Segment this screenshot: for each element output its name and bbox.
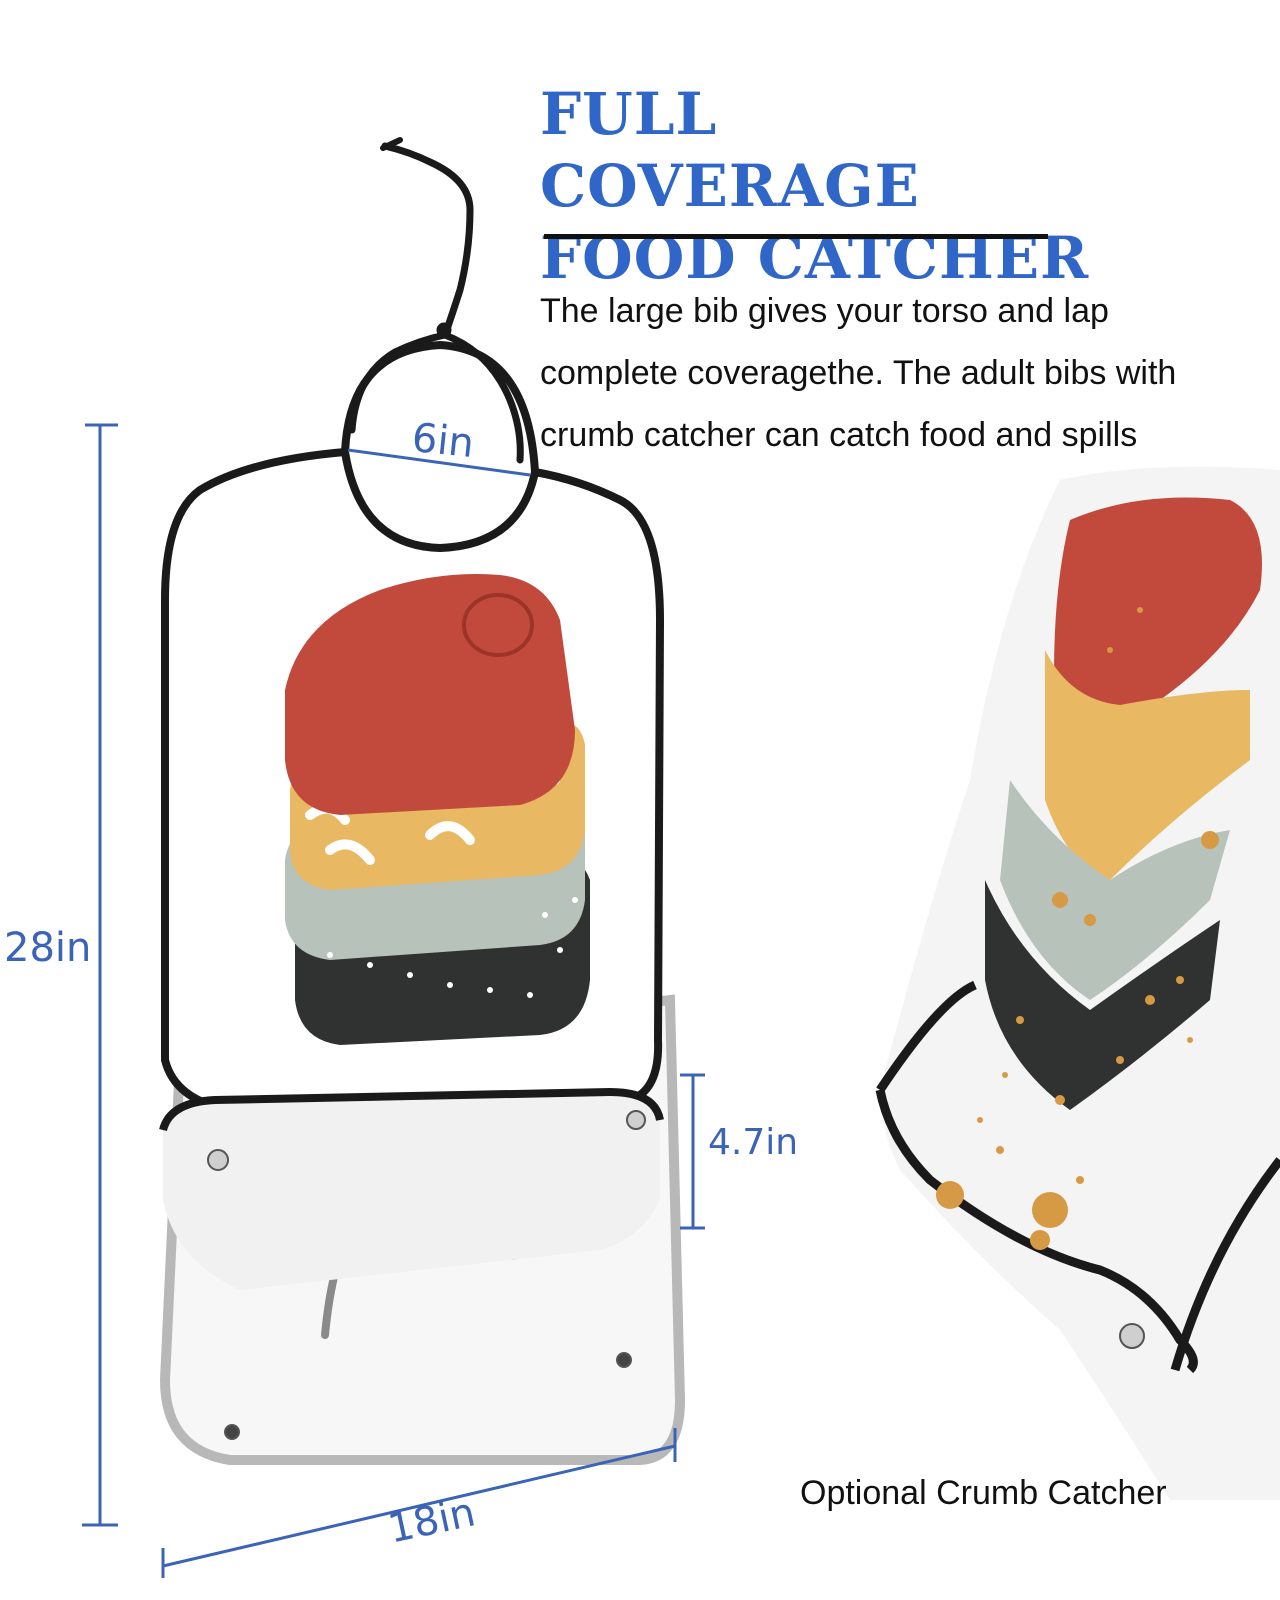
description-line-2: complete coveragethe. The adult bibs wit…	[540, 354, 1177, 392]
dimension-lines	[82, 423, 705, 1578]
closeup-caption: Optional Crumb Catcher	[800, 1474, 1167, 1512]
page-heading: FULL COVERAGE FOOD CATCHER	[540, 78, 1100, 294]
heading-line-1: FULL COVERAGE	[540, 80, 920, 220]
heading-divider	[544, 234, 1048, 239]
neck-strap	[348, 137, 524, 464]
product-description: The large bib gives your torso and lap c…	[540, 280, 1280, 466]
crumb-pocket	[163, 1092, 660, 1290]
pocket-depth-label: 4.7in	[708, 1122, 799, 1163]
length-label: 28in	[4, 925, 92, 971]
neck-width-label: 6in	[409, 414, 477, 468]
description-line-1: The large bib gives your torso and lap	[540, 292, 1109, 330]
description-line-3: crumb catcher can catch food and spills	[540, 416, 1138, 454]
sweater-stack	[285, 574, 590, 1045]
neck-opening	[341, 340, 539, 473]
crumb-catcher-closeup	[875, 466, 1280, 1501]
snap-buttons	[207, 1110, 646, 1440]
